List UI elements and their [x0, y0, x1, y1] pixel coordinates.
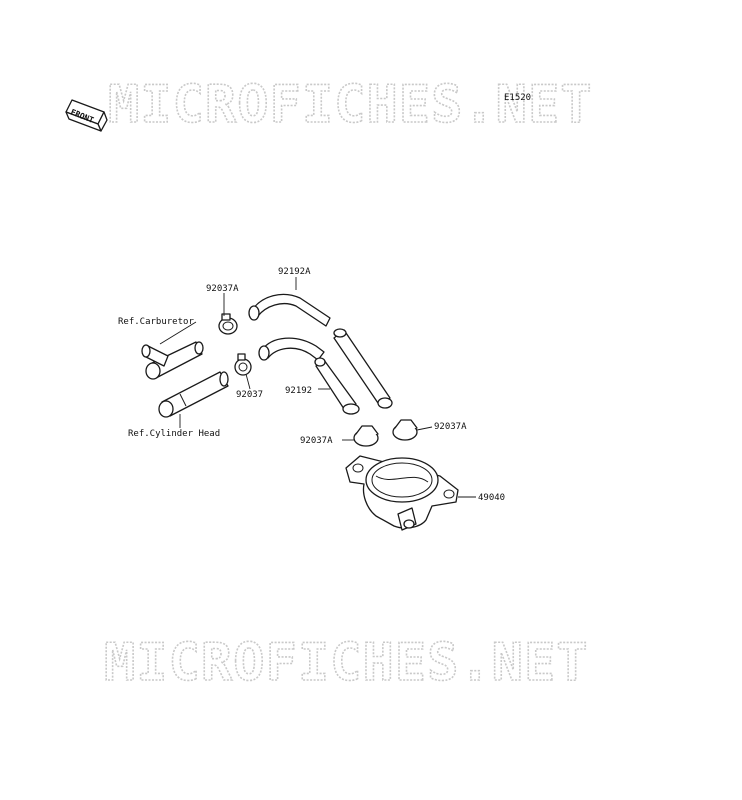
clamp-92037: [234, 353, 252, 376]
front-arrow-icon: FRONT: [65, 99, 108, 132]
callout-49040[interactable]: 49040: [478, 493, 505, 503]
clamp-92037a-upper: [218, 313, 238, 335]
ref-carburetor: Ref.Carburetor: [118, 317, 194, 327]
callout-92192[interactable]: 92192: [285, 386, 312, 396]
carburetor-fitting: [141, 341, 204, 380]
callout-92192a[interactable]: 92192A: [278, 267, 311, 277]
callout-92037[interactable]: 92037: [236, 390, 263, 400]
watermark-top: MICROFICHES.NET: [108, 75, 593, 135]
leader-lines: [159, 277, 476, 498]
callout-92037a-upper[interactable]: 92037A: [206, 284, 239, 294]
hose-92192: [314, 357, 360, 415]
valve-49040: [345, 455, 459, 531]
clamp-92037a-lower-right: [392, 419, 418, 441]
callout-92037a-lower-right[interactable]: 92037A: [434, 422, 467, 432]
diagram-code: E1520: [504, 93, 531, 103]
callout-92037a-lower-left[interactable]: 92037A: [300, 436, 333, 446]
ref-cylinder-head: Ref.Cylinder Head: [128, 429, 220, 439]
clamp-92037a-lower-left: [353, 425, 379, 447]
hose-92192a: [248, 293, 393, 409]
watermark-bottom: MICROFICHES.NET: [104, 633, 589, 693]
cylinder-head-pipe: [158, 371, 229, 418]
